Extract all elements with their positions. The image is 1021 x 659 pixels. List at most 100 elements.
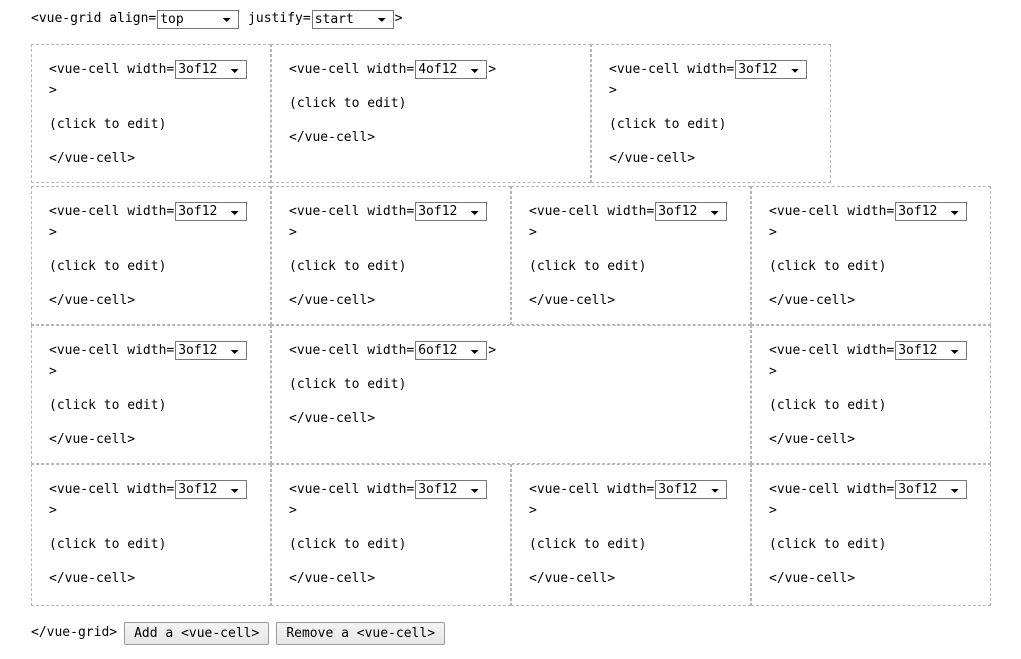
cell-body-text[interactable]: (click to edit) xyxy=(529,259,647,274)
vue-cell[interactable]: <vue-cell width=1of122of123of124of125of1… xyxy=(511,464,751,606)
spacer xyxy=(289,361,750,374)
spacer xyxy=(609,101,830,114)
spacer xyxy=(49,243,270,256)
cell-open-tag-line: <vue-cell width=1of122of123of124of125of1… xyxy=(289,479,510,521)
cell-open-prefix: <vue-cell width= xyxy=(289,204,415,219)
cell-width-select[interactable]: 1of122of123of124of125of126of127of128of12… xyxy=(895,202,968,221)
cell-width-select[interactable]: 1of122of123of124of125of126of127of128of12… xyxy=(415,202,488,221)
spacer xyxy=(289,395,750,408)
cell-close-tag: </vue-cell> xyxy=(49,432,136,447)
cell-body-text[interactable]: (click to edit) xyxy=(49,259,167,274)
cell-open-prefix: <vue-cell width= xyxy=(49,62,175,77)
cell-open-tag-line: <vue-cell width=1of122of123of124of125of1… xyxy=(49,340,270,382)
cell-open-prefix: <vue-cell width= xyxy=(529,204,655,219)
cell-close-tag: </vue-cell> xyxy=(289,411,376,426)
cell-open-tag-line: <vue-cell width=1of122of123of124of125of1… xyxy=(769,479,990,521)
vue-cell[interactable]: <vue-cell width=1of122of123of124of125of1… xyxy=(511,186,751,325)
cell-close-tag: </vue-cell> xyxy=(609,151,696,166)
spacer xyxy=(769,243,990,256)
cell-width-select[interactable]: 1of122of123of124of125of126of127of128of12… xyxy=(655,480,728,499)
cell-open-tag-line: <vue-cell width=1of122of123of124of125of1… xyxy=(529,479,750,521)
cell-close-tag: </vue-cell> xyxy=(769,571,856,586)
spacer xyxy=(289,521,510,534)
cell-open-tag-line: <vue-cell width=1of122of123of124of125of1… xyxy=(609,59,830,101)
vue-cell[interactable]: <vue-cell width=1of122of123of124of125of1… xyxy=(271,464,511,606)
cell-body-text[interactable]: (click to edit) xyxy=(769,398,887,413)
cell-open-suffix: > xyxy=(49,225,57,240)
cell-open-suffix: > xyxy=(769,225,777,240)
cell-width-select[interactable]: 1of122of123of124of125of126of127of128of12… xyxy=(415,480,488,499)
cell-width-select[interactable]: 1of122of123of124of125of126of127of128of12… xyxy=(175,341,248,360)
cell-width-select[interactable]: 1of122of123of124of125of126of127of128of12… xyxy=(175,60,248,79)
vue-cell[interactable]: <vue-cell width=1of122of123of124of125of1… xyxy=(31,186,271,325)
cell-width-select[interactable]: 1of122of123of124of125of126of127of128of12… xyxy=(735,60,808,79)
vue-cell[interactable]: <vue-cell width=1of122of123of124of125of1… xyxy=(31,44,271,183)
cell-body-text[interactable]: (click to edit) xyxy=(769,537,887,552)
grid-open-tag-line: <vue-grid align= topcenterbottomstretch … xyxy=(31,8,403,30)
cell-close-tag: </vue-cell> xyxy=(289,293,376,308)
cell-body-text[interactable]: (click to edit) xyxy=(289,537,407,552)
cell-close-tag: </vue-cell> xyxy=(49,293,136,308)
cell-open-suffix: > xyxy=(289,503,297,518)
vue-cell[interactable]: <vue-cell width=1of122of123of124of125of1… xyxy=(751,464,991,606)
remove-vue-cell-button[interactable]: Remove a <vue-cell> xyxy=(276,621,446,645)
spacer xyxy=(49,101,270,114)
cell-body-text[interactable]: (click to edit) xyxy=(609,117,727,132)
cell-width-select[interactable]: 1of122of123of124of125of126of127of128of12… xyxy=(895,480,968,499)
grid-row: <vue-cell width=1of122of123of124of125of1… xyxy=(31,44,831,183)
cell-close-tag: </vue-cell> xyxy=(769,432,856,447)
cell-width-select[interactable]: 1of122of123of124of125of126of127of128of12… xyxy=(175,202,248,221)
cell-body-text[interactable]: (click to edit) xyxy=(289,377,407,392)
vue-cell[interactable]: <vue-cell width=1of122of123of124of125of1… xyxy=(591,44,831,183)
cell-open-suffix: > xyxy=(289,225,297,240)
grid-close-tag: </vue-grid> xyxy=(31,625,118,640)
cell-close-tag: </vue-cell> xyxy=(529,293,616,308)
cell-open-tag-line: <vue-cell width=1of122of123of124of125of1… xyxy=(769,340,990,382)
cell-open-tag-line: <vue-cell width=1of122of123of124of125of1… xyxy=(49,59,270,101)
cell-open-prefix: <vue-cell width= xyxy=(609,62,735,77)
grid-align-select[interactable]: topcenterbottomstretch xyxy=(157,9,240,29)
cell-body-text[interactable]: (click to edit) xyxy=(289,96,407,111)
cell-width-select[interactable]: 1of122of123of124of125of126of127of128of12… xyxy=(895,341,968,360)
cell-body-text[interactable]: (click to edit) xyxy=(289,259,407,274)
vue-cell[interactable]: <vue-cell width=1of122of123of124of125of1… xyxy=(31,464,271,606)
cell-open-tag-line: <vue-cell width=1of122of123of124of125of1… xyxy=(769,201,990,243)
cell-open-suffix: > xyxy=(49,364,57,379)
cell-open-suffix: > xyxy=(529,225,537,240)
cell-open-tag-line: <vue-cell width=1of122of123of124of125of1… xyxy=(529,201,750,243)
cell-width-select[interactable]: 1of122of123of124of125of126of127of128of12… xyxy=(415,341,488,360)
cell-width-select[interactable]: 1of122of123of124of125of126of127of128of12… xyxy=(655,202,728,221)
cell-body-text[interactable]: (click to edit) xyxy=(49,537,167,552)
vue-cell[interactable]: <vue-cell width=1of122of123of124of125of1… xyxy=(751,186,991,325)
spacer xyxy=(289,80,590,93)
cell-open-suffix: > xyxy=(769,364,777,379)
cell-close-tag: </vue-cell> xyxy=(49,151,136,166)
cell-body-text[interactable]: (click to edit) xyxy=(769,259,887,274)
spacer xyxy=(289,555,510,568)
spacer xyxy=(769,555,990,568)
vue-cell[interactable]: <vue-cell width=1of122of123of124of125of1… xyxy=(31,325,271,464)
cell-open-suffix: > xyxy=(609,83,617,98)
cell-width-select[interactable]: 1of122of123of124of125of126of127of128of12… xyxy=(175,480,248,499)
cell-open-suffix: > xyxy=(49,503,57,518)
cell-open-tag-line: <vue-cell width=1of122of123of124of125of1… xyxy=(49,479,270,521)
cell-body-text[interactable]: (click to edit) xyxy=(529,537,647,552)
add-vue-cell-button[interactable]: Add a <vue-cell> xyxy=(124,621,270,645)
grid-justify-select[interactable]: startcenterendspace-betweenspace-around xyxy=(311,9,394,29)
cell-body-text[interactable]: (click to edit) xyxy=(49,117,167,132)
vue-cell[interactable]: <vue-cell width=1of122of123of124of125of1… xyxy=(751,325,991,464)
spacer xyxy=(529,555,750,568)
cell-width-select[interactable]: 1of122of123of124of125of126of127of128of12… xyxy=(415,60,488,79)
cell-body-text[interactable]: (click to edit) xyxy=(49,398,167,413)
cell-open-tag-line: <vue-cell width=1of122of123of124of125of1… xyxy=(289,340,750,361)
cell-open-prefix: <vue-cell width= xyxy=(289,343,415,358)
vue-cell[interactable]: <vue-cell width=1of122of123of124of125of1… xyxy=(271,325,751,464)
spacer xyxy=(289,243,510,256)
vue-cell[interactable]: <vue-cell width=1of122of123of124of125of1… xyxy=(271,186,511,325)
grid-close-tag-line: </vue-grid> Add a <vue-cell> Remove a <v… xyxy=(31,620,446,646)
cell-close-tag: </vue-cell> xyxy=(529,571,616,586)
vue-cell[interactable]: <vue-cell width=1of122of123of124of125of1… xyxy=(271,44,591,183)
cell-open-prefix: <vue-cell width= xyxy=(529,482,655,497)
cell-open-suffix: > xyxy=(529,503,537,518)
spacer xyxy=(529,521,750,534)
